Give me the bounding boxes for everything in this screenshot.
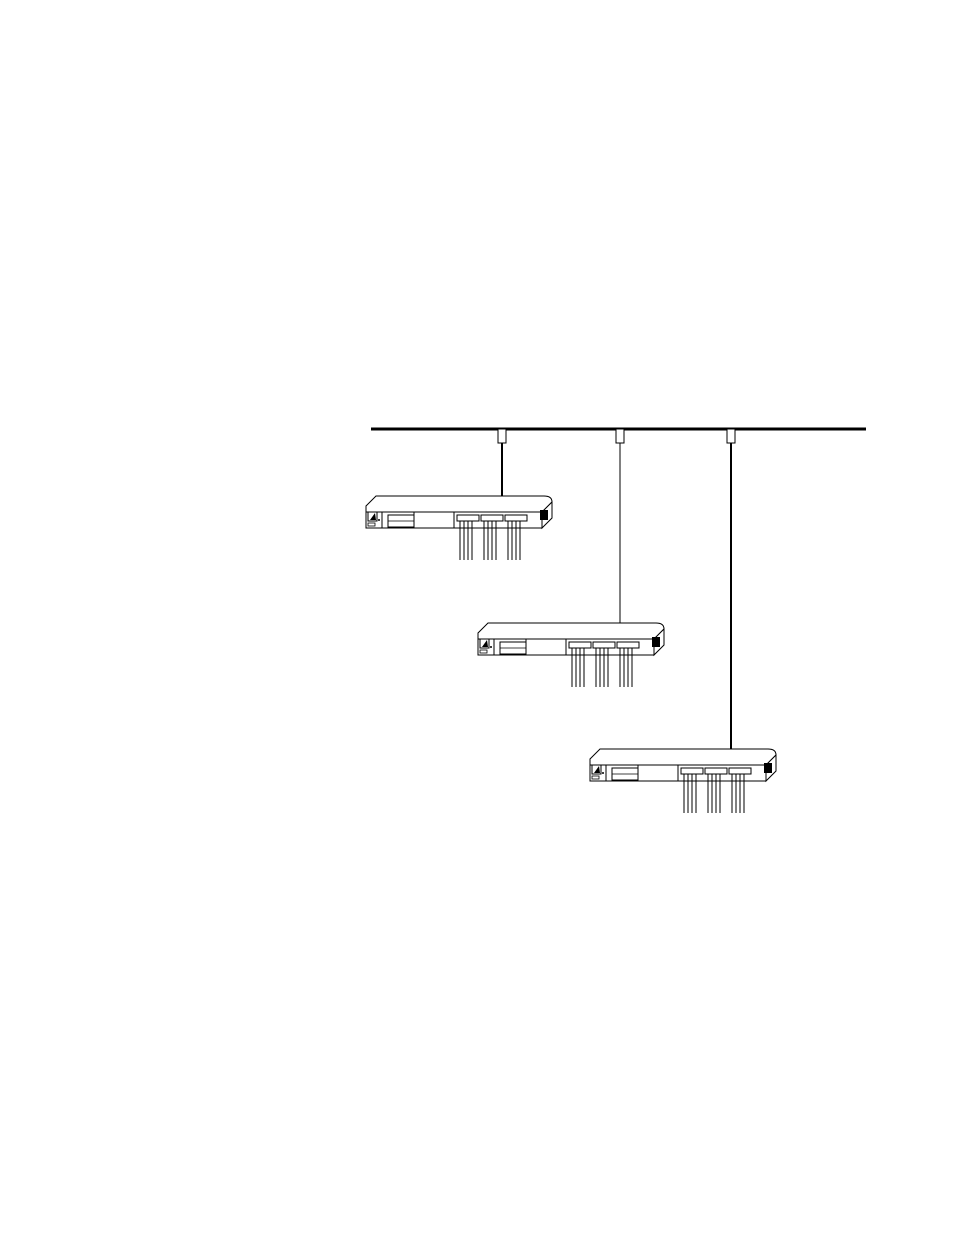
port-group	[569, 642, 591, 648]
port-group	[481, 515, 503, 521]
display-panel	[526, 639, 566, 655]
port-group	[593, 642, 615, 648]
port-group	[457, 515, 479, 521]
status-led	[602, 772, 604, 774]
vent-icon	[652, 637, 660, 647]
vent-icon	[540, 510, 548, 520]
hubs-layer	[366, 429, 776, 813]
status-led	[378, 519, 380, 521]
display-panel	[414, 512, 454, 528]
hub-1	[366, 429, 552, 560]
power-led	[592, 776, 599, 779]
port-group	[505, 515, 527, 521]
vent-icon	[764, 763, 772, 773]
status-led	[490, 646, 492, 648]
port-group	[729, 768, 751, 774]
display-panel	[638, 765, 678, 781]
tap-connector	[616, 429, 624, 443]
power-led	[480, 650, 487, 653]
tap-connector	[727, 429, 735, 443]
port-group	[705, 768, 727, 774]
tap-connector	[498, 429, 506, 443]
hub-3	[590, 429, 776, 813]
power-led	[368, 523, 375, 526]
port-group	[617, 642, 639, 648]
hub-2	[478, 429, 664, 687]
port-group	[681, 768, 703, 774]
